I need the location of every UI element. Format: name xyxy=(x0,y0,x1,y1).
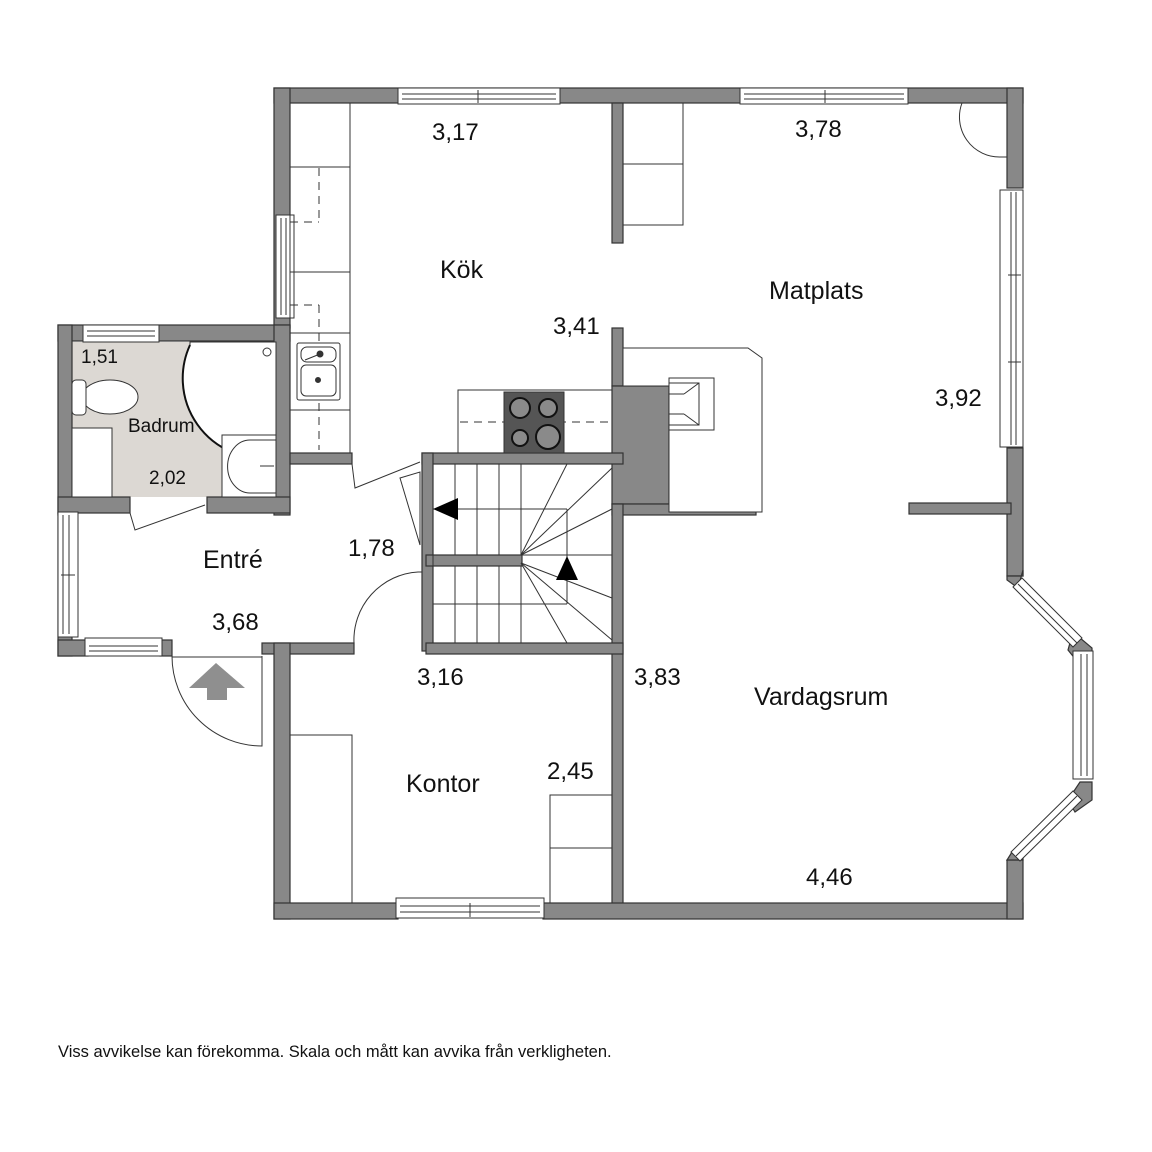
dimension-kontor-length: 2,45 xyxy=(547,758,594,785)
dimension-kontor-width: 3,16 xyxy=(417,664,464,691)
chimney xyxy=(611,385,670,505)
door-swing xyxy=(171,655,263,747)
dimension-badrum-width: 1,51 xyxy=(81,347,118,368)
wall xyxy=(542,902,1024,920)
door-swing xyxy=(353,571,422,644)
wall xyxy=(206,496,291,514)
staircase xyxy=(432,463,613,644)
wall xyxy=(273,87,1024,104)
door-swing xyxy=(351,461,421,489)
door-swing xyxy=(399,471,421,546)
fireplace-icon xyxy=(622,347,763,513)
wall xyxy=(57,324,73,516)
wall xyxy=(273,902,399,920)
room-label-vardagsrum: Vardagsrum xyxy=(754,683,889,711)
dimension-badrum-length: 2,02 xyxy=(149,468,186,489)
wall xyxy=(289,452,353,465)
window xyxy=(82,324,160,343)
window xyxy=(275,214,295,319)
wall xyxy=(425,642,624,655)
wall xyxy=(908,502,1012,515)
wall xyxy=(425,554,523,567)
room-label-kontor: Kontor xyxy=(406,770,480,798)
bath-cabinet xyxy=(71,427,113,498)
wall xyxy=(273,642,291,920)
window xyxy=(739,87,909,105)
room-label-badrum: Badrum xyxy=(128,416,195,437)
stair-direction-arrow-icon xyxy=(556,556,578,580)
wall xyxy=(421,452,434,652)
door-swing xyxy=(129,504,206,531)
sink-icon xyxy=(296,342,341,401)
dimension-matplats-width: 3,78 xyxy=(795,116,842,143)
dimension-vardagsrum-width: 3,83 xyxy=(634,664,681,691)
room-label-entre: Entré xyxy=(203,546,263,574)
disclaimer-text: Viss avvikelse kan förekomma. Skala och … xyxy=(58,1043,612,1061)
wall xyxy=(57,639,89,657)
room-label-matplats: Matplats xyxy=(769,277,864,305)
stair-direction-arrow-icon xyxy=(433,498,458,520)
window xyxy=(1012,577,1083,648)
room-label-kok: Kök xyxy=(440,256,484,284)
dimension-vardagsrum-length: 4,46 xyxy=(806,864,853,891)
wall xyxy=(1006,87,1024,189)
wall xyxy=(261,642,355,655)
window xyxy=(1072,650,1094,780)
stove-icon xyxy=(503,391,565,454)
wall xyxy=(1006,859,1024,920)
dimension-matplats-length: 3,92 xyxy=(935,385,982,412)
dimension-kok-length: 3,41 xyxy=(553,313,600,340)
wall xyxy=(611,327,624,387)
toilet-icon xyxy=(71,379,139,416)
window xyxy=(84,637,163,657)
dimension-kok-width: 3,17 xyxy=(432,119,479,146)
wall xyxy=(611,102,624,244)
dimension-entre-width: 3,68 xyxy=(212,609,259,636)
wall xyxy=(421,452,624,465)
wall xyxy=(57,496,131,514)
window xyxy=(397,87,561,105)
wall xyxy=(611,503,624,905)
door-swing xyxy=(958,102,1007,158)
washbasin-icon xyxy=(221,434,277,498)
entry-arrow-icon xyxy=(189,663,245,700)
dimension-entre-length: 1,78 xyxy=(348,535,395,562)
